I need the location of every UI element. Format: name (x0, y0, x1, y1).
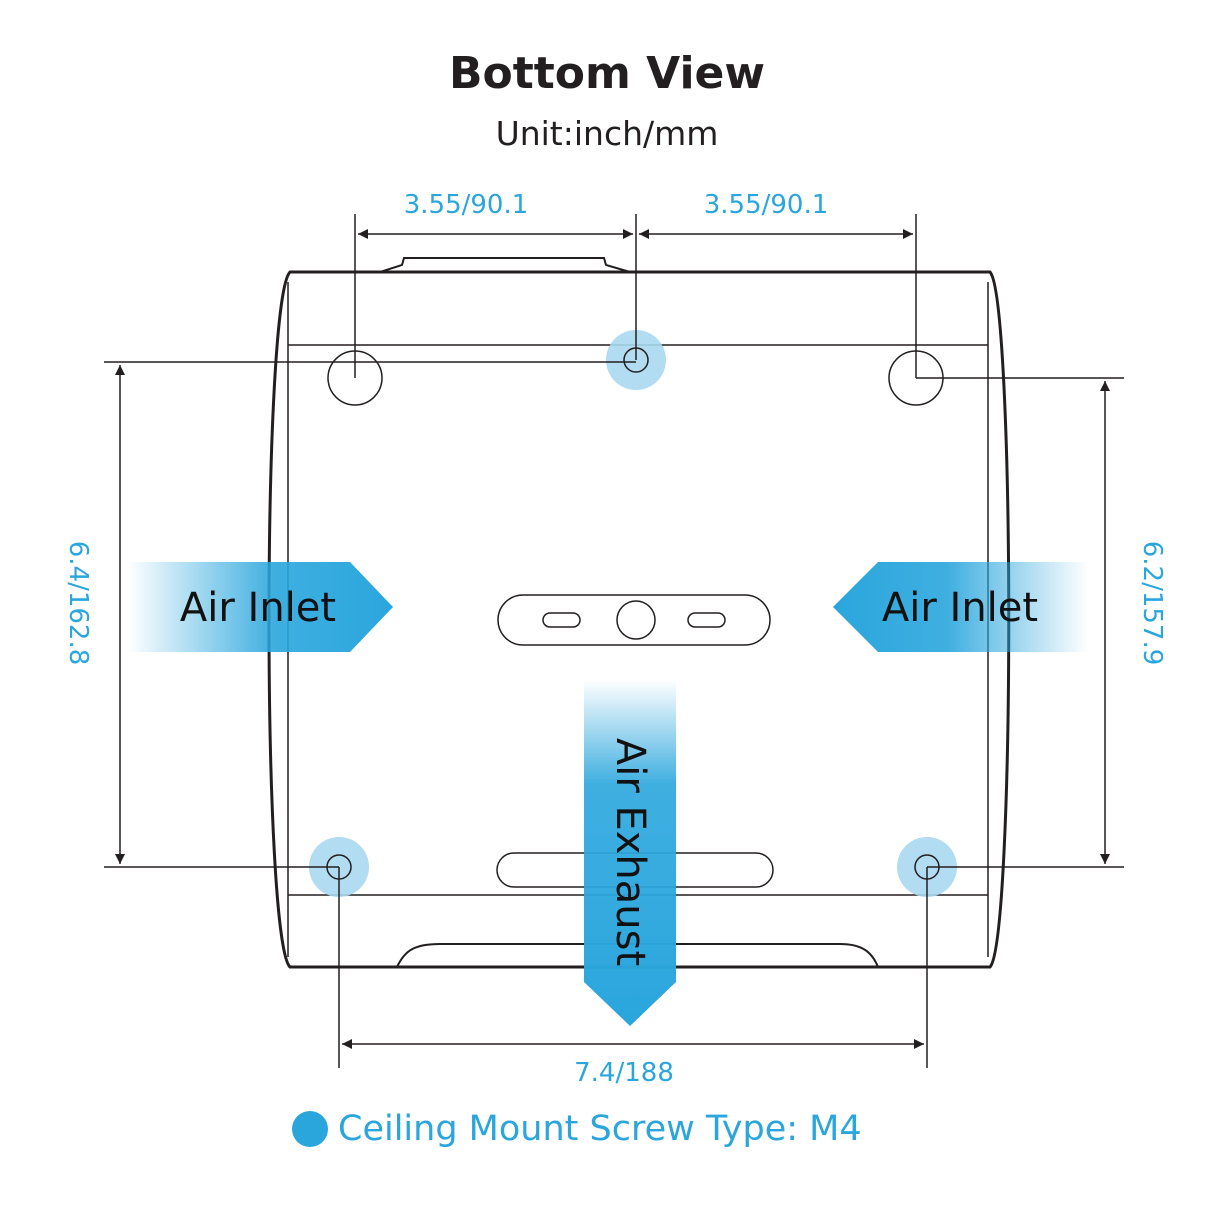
legend-label: Ceiling Mount Screw Type: M4 (338, 1109, 862, 1149)
legend-dot-icon (292, 1111, 328, 1147)
air-inlet-left-shape (128, 562, 393, 652)
dim-label-top-right: 3.55/90.1 (704, 190, 829, 220)
center-screw (616, 600, 656, 640)
left-slot (542, 612, 581, 628)
air-inlet-right-shape (833, 562, 1088, 652)
dim-label-bottom: 7.4/188 (574, 1058, 674, 1088)
right-slot (687, 612, 726, 628)
air-exhaust-label: Air Exhaust (607, 738, 653, 966)
diagram-title: Bottom View (448, 48, 766, 99)
air-exhaust-shape (584, 680, 676, 1026)
dim-label-right: 6.2/157.9 (1137, 541, 1167, 666)
dim-label-top-left: 3.55/90.1 (404, 190, 529, 220)
air-exhaust-arrow: Air Exhaust (584, 680, 676, 1026)
dimension-lines (104, 214, 1124, 1068)
dim-label-left: 6.4/162.8 (63, 541, 93, 666)
air-inlet-right-label: Air Inlet (882, 585, 1038, 631)
air-inlet-left-label: Air Inlet (180, 585, 336, 631)
device-outline (267, 270, 1011, 969)
legend: Ceiling Mount Screw Type: M4 (292, 1104, 862, 1154)
air-inlet-left-arrow: Air Inlet (128, 562, 393, 652)
air-inlet-right-arrow: Air Inlet (833, 562, 1088, 652)
center-panel-outline (497, 594, 771, 646)
unit-label: Unit:inch/mm (495, 114, 719, 153)
top-lens-bump (379, 257, 631, 273)
